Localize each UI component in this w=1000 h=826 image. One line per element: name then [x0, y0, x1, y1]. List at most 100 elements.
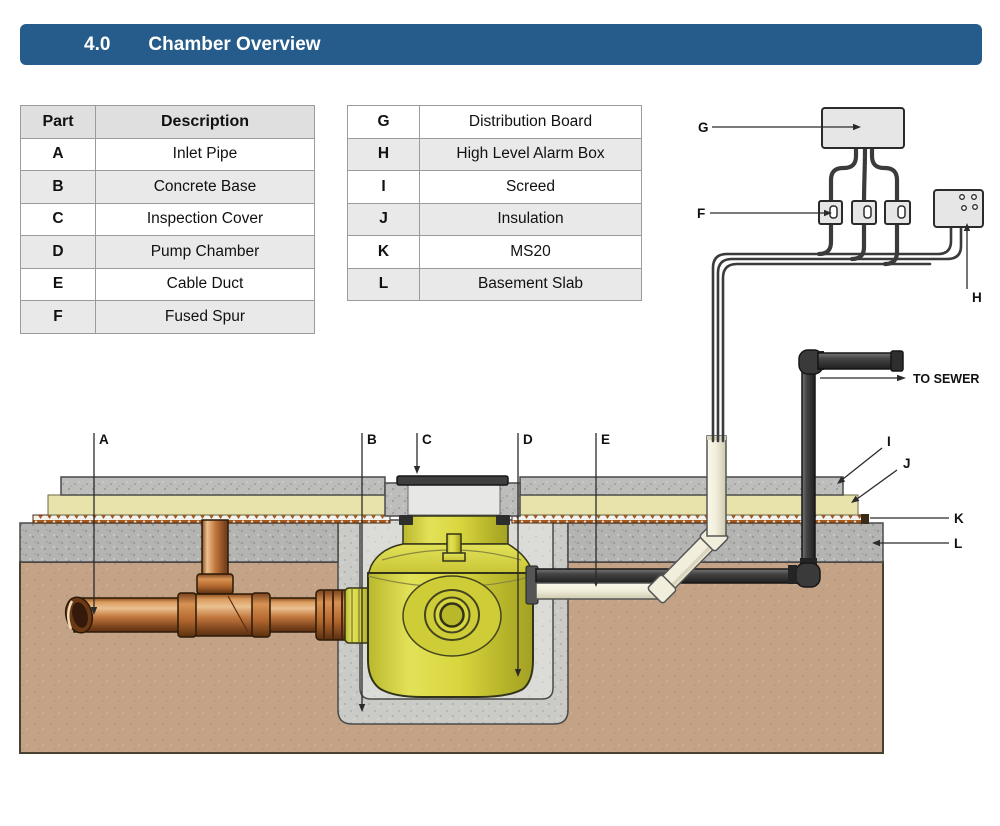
screed-layer-right	[519, 476, 844, 496]
alarm-indicator	[961, 205, 967, 211]
arrowhead	[853, 123, 861, 131]
callout-letter: G	[698, 120, 709, 135]
part-description: High Level Alarm Box	[419, 137, 642, 171]
section-number: 4.0	[84, 33, 111, 55]
callout-letter: A	[99, 432, 109, 447]
pump-face-ring	[424, 589, 480, 641]
cover-plate	[396, 475, 509, 486]
part-letter: A	[20, 137, 96, 171]
basement-slab-left	[19, 522, 339, 563]
inlet-open-end-rim	[67, 600, 74, 630]
part-letter: G	[347, 105, 420, 139]
high-level-alarm-box	[933, 189, 984, 228]
inlet-riser-pipe	[201, 519, 229, 583]
callout-a: A	[90, 432, 109, 615]
callout-e: E	[592, 432, 610, 587]
board-cable	[861, 145, 868, 207]
arrowhead	[824, 209, 832, 217]
cable-duct-horizontal	[535, 582, 661, 600]
callout-letter: F	[697, 206, 705, 221]
callouts: A B C D E	[90, 120, 982, 712]
inlet-tee-branch-line	[227, 595, 249, 633]
part-letter: L	[347, 267, 420, 301]
callout-letter: E	[601, 432, 610, 447]
fused-spurs	[818, 200, 911, 225]
part-letter: C	[20, 202, 96, 236]
callout-g: G	[698, 120, 861, 135]
discharge-elbow-collar	[788, 565, 797, 584]
pump-vent-base	[442, 552, 466, 562]
arrowhead	[90, 607, 98, 615]
fused-spur-slot	[863, 205, 872, 219]
inlet-open-end-bore	[72, 602, 88, 628]
callout-b: B	[358, 432, 377, 712]
part-description: Fused Spur	[95, 300, 315, 334]
distribution-board	[821, 107, 905, 149]
inlet-pipe	[64, 519, 351, 641]
spur-drop-cable	[849, 219, 867, 262]
fused-spur-slot	[897, 205, 906, 219]
part-letter: D	[20, 235, 96, 269]
discharge-elbow-lower	[795, 562, 821, 588]
alarm-box	[933, 189, 984, 228]
ms20-end-bracket	[861, 514, 869, 524]
sewer-pipe-horizontal	[817, 352, 895, 370]
callout-letter: K	[954, 511, 964, 526]
screed-layer-left	[60, 476, 386, 496]
callout-j: J	[851, 456, 911, 503]
callout-l: L	[872, 536, 962, 551]
cable-run	[721, 262, 932, 443]
callout-letter: J	[903, 456, 911, 471]
neck-clamp-right	[496, 515, 510, 525]
arrowhead	[851, 495, 860, 503]
alarm-indicator	[959, 194, 965, 200]
part-letter: J	[347, 202, 420, 236]
to-sewer-label: TO SEWER	[913, 372, 979, 386]
duct-top-rim	[707, 436, 726, 440]
part-letter: B	[20, 170, 96, 204]
part-letter: H	[347, 137, 420, 171]
arrowhead	[963, 223, 971, 231]
callout-h: H	[963, 223, 982, 305]
callout-f: F	[697, 206, 832, 221]
part-description: Screed	[419, 170, 642, 204]
arrowhead	[358, 704, 366, 712]
inlet-tee-socket-right	[251, 592, 271, 638]
cable-duct-vertical	[706, 435, 727, 537]
electrical-cables	[711, 145, 963, 443]
to-sewer-annotation: TO SEWER	[820, 372, 979, 386]
pump-face-hub	[439, 602, 465, 628]
column-header-description: Description	[95, 105, 315, 139]
alarm-indicator	[971, 194, 977, 200]
cable-run	[711, 225, 953, 443]
spur-drop-cable	[882, 219, 900, 267]
part-description: Basement Slab	[419, 267, 642, 301]
part-description: MS20	[419, 235, 642, 269]
cover-recess	[407, 483, 501, 516]
callout-letter: H	[972, 290, 982, 305]
arrowhead	[592, 579, 600, 587]
arrowhead	[837, 476, 846, 484]
duct-bend-collar-lower	[647, 574, 677, 604]
callout-c: C	[413, 432, 432, 474]
insulation-layer-left	[47, 494, 386, 516]
distribution-board-box	[821, 107, 905, 149]
callout-i: I	[837, 434, 891, 484]
arrowhead	[514, 669, 522, 677]
inspection-cover	[384, 475, 521, 517]
arrowhead	[413, 466, 421, 474]
sewer-pipe-end-cap	[890, 350, 904, 372]
alarm-indicator	[972, 204, 978, 210]
section-header-bar: 4.0 Chamber Overview	[20, 24, 982, 65]
callout-letter: C	[422, 432, 432, 447]
arrowhead	[897, 374, 906, 382]
arrowhead	[872, 539, 880, 547]
callout-letter: I	[887, 434, 891, 449]
